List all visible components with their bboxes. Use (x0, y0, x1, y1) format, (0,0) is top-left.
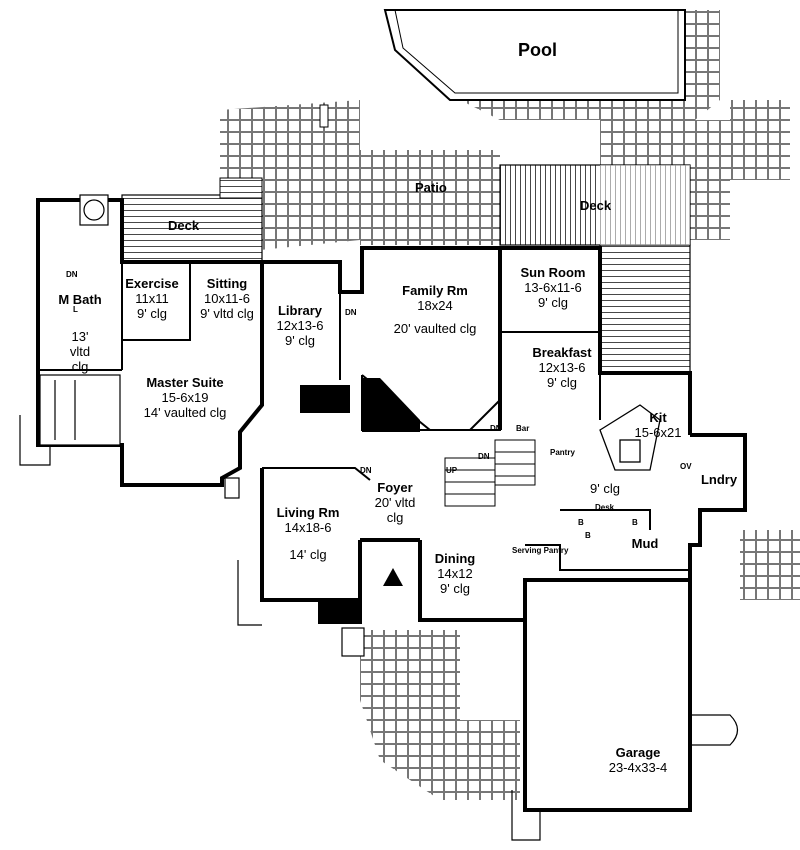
family-room-octagon (361, 374, 501, 431)
bath-fixtures (39, 194, 365, 657)
porch-steps (19, 415, 739, 841)
entry-arrow-icon (383, 568, 403, 586)
pool (319, 9, 686, 128)
fireplaces (300, 378, 420, 622)
kitchen-island (599, 404, 661, 471)
stairs (444, 439, 536, 507)
decks (121, 164, 691, 374)
